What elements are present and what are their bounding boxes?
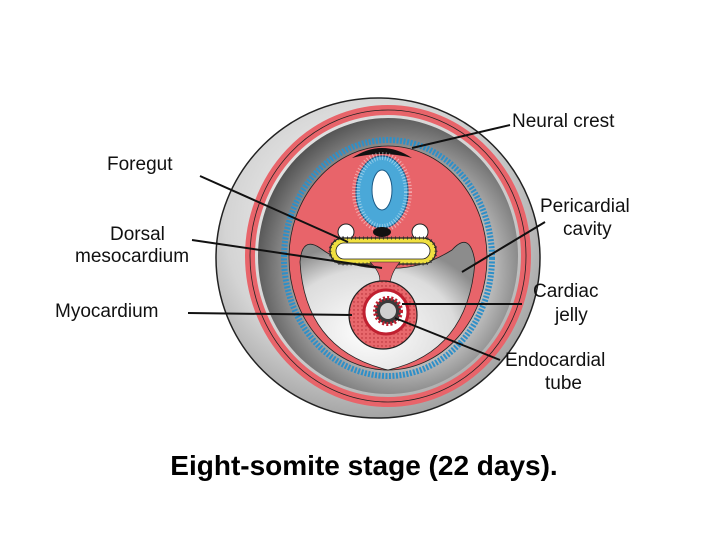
dorsal-structures [337,148,429,241]
label-neural-crest: Neural crest [512,111,615,132]
label-foregut: Foregut [107,154,173,175]
label-endocardial-1: Endocardial [505,350,605,371]
label-cardiac-1: Cardiac [533,281,598,302]
leader-neural-crest [411,124,511,149]
label-pericardial-2: cavity [563,219,612,240]
leader-lines [187,124,546,361]
leader-dorsal-mesocardium [191,239,383,269]
foregut [328,236,438,266]
figure-caption: Eight-somite stage (22 days). [170,450,558,481]
label-endocardial-2: tube [545,373,582,394]
leader-pericardial [461,221,546,273]
notochord [373,227,391,237]
label-dorsal-2: mesocardium [75,246,189,267]
leader-foregut [199,175,349,243]
label-cardiac-2: jelly [554,305,588,326]
neural-crest [352,148,412,158]
leader-myocardium [187,312,353,316]
label-myocardium: Myocardium [55,301,158,322]
leader-endocardial [394,317,501,361]
label-pericardial-1: Pericardial [540,196,630,217]
label-dorsal-1: Dorsal [110,224,165,245]
heart-tube [348,280,418,350]
